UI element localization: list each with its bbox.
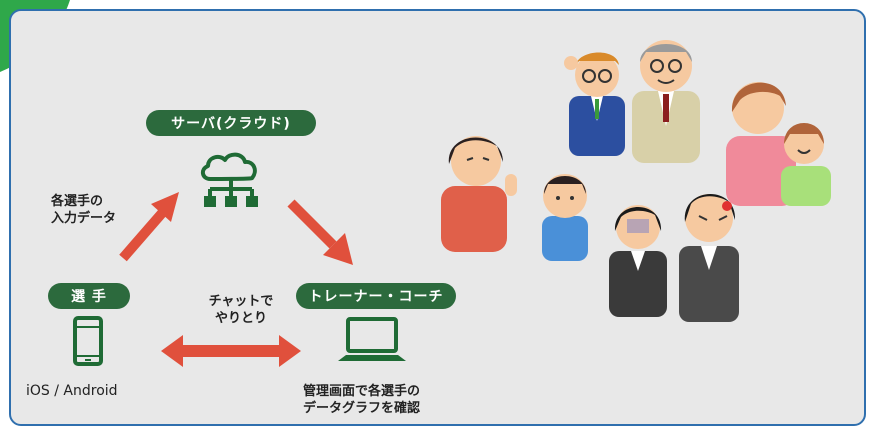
player-label: 選 手 [71, 289, 107, 305]
server-label: サーバ(クラウド) [171, 116, 291, 132]
server-label-pill: サーバ(クラウド) [146, 110, 316, 136]
platform-label: iOS / Android [26, 383, 118, 399]
troubled-businesswoman-illustration [609, 205, 667, 317]
confused-businessman-illustration [564, 52, 625, 156]
diagram-panel: サーバ(クラウド) 各選手の 入力データ 選 手 iOS / Android チ… [9, 9, 866, 426]
input-data-label: 各選手の 入力データ [51, 194, 117, 226]
trainer-label-pill: トレーナー・コーチ [296, 283, 456, 309]
player-label-pill: 選 手 [48, 283, 130, 309]
mother-and-daughter-illustration [726, 82, 831, 206]
angry-businesswoman-illustration [679, 193, 739, 322]
trainer-label: トレーナー・コーチ [308, 289, 444, 305]
elderly-businessman-illustration [632, 40, 700, 163]
chat-double-arrow [161, 335, 301, 367]
cloud-server-icon [201, 152, 258, 207]
arrow-to-server [119, 192, 179, 262]
chat-label: チャットで やりとり [208, 294, 274, 326]
smartphone-icon [73, 316, 103, 366]
arrow-to-trainer [287, 199, 353, 265]
laptop-icon [338, 317, 406, 361]
scolding-woman-illustration [441, 136, 517, 252]
boy-illustration [542, 174, 588, 261]
trainer-caption: 管理画面で各選手の データグラフを確認 [303, 384, 421, 416]
